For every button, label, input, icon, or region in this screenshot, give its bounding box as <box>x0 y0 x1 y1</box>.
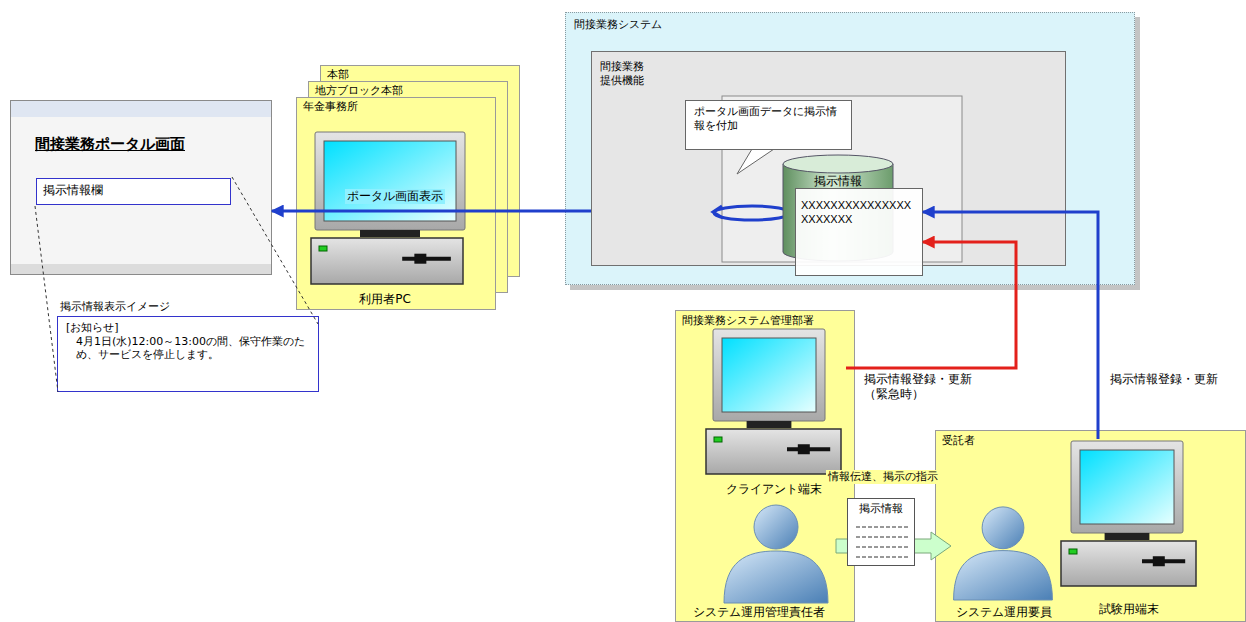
node-label: 間接業務システム <box>574 18 662 32</box>
node-label: 掲示情報 <box>814 174 862 189</box>
pc-case <box>1061 541 1196 586</box>
leader-line <box>232 177 318 324</box>
person-body <box>724 551 828 603</box>
monitor-screen <box>324 141 456 221</box>
contractor-region: 受託者システム運用要員 試験用端末 <box>935 430 1246 622</box>
monitor-stand <box>360 230 420 237</box>
function-block: 間接業務 提供機能ポータル画面データに掲示情報を付加掲示情報 XXXXXXXXXX… <box>591 51 1066 266</box>
admin-department: 間接業務システム管理部署クライアント端末システム運用管理責任者 <box>675 310 855 622</box>
person-art <box>681 501 836 622</box>
leader-line <box>35 206 58 392</box>
node-label: 4月1日(水)12:00～13:00の間、保守作業のため、サービスを停止します。 <box>66 335 310 363</box>
drive-button <box>1153 556 1165 566</box>
node-label: XXXXXXXXXXXXXXX XXXXXXX <box>801 199 917 227</box>
monitor-screen <box>722 338 816 412</box>
node-label: 利用者PC <box>359 292 411 307</box>
pc-case <box>706 429 841 474</box>
client-terminal: クライアント端末 <box>701 326 846 501</box>
node-label: 試験用端末 <box>1099 602 1159 617</box>
callout-frame: [お知らせ]4月1日(水)12:00～13:00の間、保守作業のため、サービスを… <box>57 316 319 392</box>
node-label: 掲示情報 <box>859 502 903 516</box>
node-label: [お知らせ] <box>66 321 310 335</box>
text-dash-line <box>856 547 908 548</box>
person-body <box>954 551 1053 600</box>
node-label: クライアント端末 <box>726 482 822 497</box>
drive-button <box>414 254 426 264</box>
client-terminal-art <box>701 326 846 501</box>
person-art <box>951 501 1056 622</box>
person-head <box>982 507 1024 549</box>
person: システム運用要員 <box>951 501 1056 622</box>
node-label: 間接業務 提供機能 <box>600 60 655 88</box>
edge-label: 掲示情報登録・更新 （緊急時） <box>862 372 991 402</box>
monitor-stand <box>747 421 792 428</box>
cylinder-top <box>783 155 893 173</box>
node-label: システム運用要員 <box>956 605 1052 620</box>
callout-tail <box>737 149 774 174</box>
monitor-frame <box>1071 441 1183 533</box>
test-terminal-art <box>1059 439 1199 621</box>
node-label: 間接業務ポータル画面 <box>35 135 185 154</box>
pc-case <box>311 238 463 284</box>
person: システム運用管理責任者 <box>681 501 836 622</box>
block-arrow <box>836 532 951 560</box>
bulletin-field: 掲示情報欄 <box>36 178 231 205</box>
text-dash-line <box>856 527 908 528</box>
text-dash-line <box>856 557 908 558</box>
test-terminal: 試験用端末 <box>1059 439 1199 621</box>
flow-arrow <box>272 210 591 213</box>
node-label: 間接業務システム管理部署 <box>682 314 814 328</box>
edge-label: 掲示情報登録・更新 <box>1108 372 1220 387</box>
monitor-stand <box>1105 533 1150 540</box>
node-label: 掲示情報欄 <box>43 183 103 198</box>
node-label: ポータル画面データに掲示情報を付加 <box>694 105 843 133</box>
edge-label: ポータル画面表示 <box>345 189 445 204</box>
monitor-frame <box>315 132 465 230</box>
power-led <box>319 246 327 251</box>
monitor-frame <box>713 329 825 421</box>
loop-arrow <box>714 206 790 220</box>
power-led <box>714 437 722 442</box>
node-label: システム運用管理責任者 <box>693 605 825 620</box>
text-dash-line <box>856 537 908 538</box>
system-region: 間接業務システム間接業務 提供機能ポータル画面データに掲示情報を付加掲示情報 XX… <box>565 12 1135 285</box>
node-label: 年金事務所 <box>303 100 358 114</box>
user-pc-art <box>305 126 465 311</box>
bulletin-callout: 掲示情報表示イメージ [お知らせ]4月1日(水)12:00～13:00の間、保守作… <box>57 300 319 392</box>
loop-arrow-head <box>713 206 723 218</box>
paper-document: 掲示情報 <box>847 498 915 566</box>
user-pc: 利用者PC <box>305 126 465 311</box>
data-document: XXXXXXXXXXXXXXX XXXXXXX <box>795 188 923 276</box>
edge-label: 情報伝達、掲示の指示 <box>826 470 940 484</box>
browser-window: 間接業務ポータル画面掲示情報欄 <box>10 100 272 275</box>
person-head <box>754 505 798 549</box>
flow-arrow <box>846 242 1016 368</box>
drive-button <box>798 444 810 454</box>
callout-heading: 掲示情報表示イメージ <box>57 300 170 314</box>
speech-callout: ポータル画面データに掲示情報を付加 <box>685 100 852 150</box>
monitor-screen <box>1080 450 1174 524</box>
node-label: 地方ブロック本部 <box>315 84 403 98</box>
drive-slot <box>402 257 451 261</box>
node-label: 受託者 <box>942 434 975 448</box>
power-led <box>1069 549 1077 554</box>
flow-arrow <box>923 212 1098 439</box>
node-label: 本部 <box>327 68 349 82</box>
